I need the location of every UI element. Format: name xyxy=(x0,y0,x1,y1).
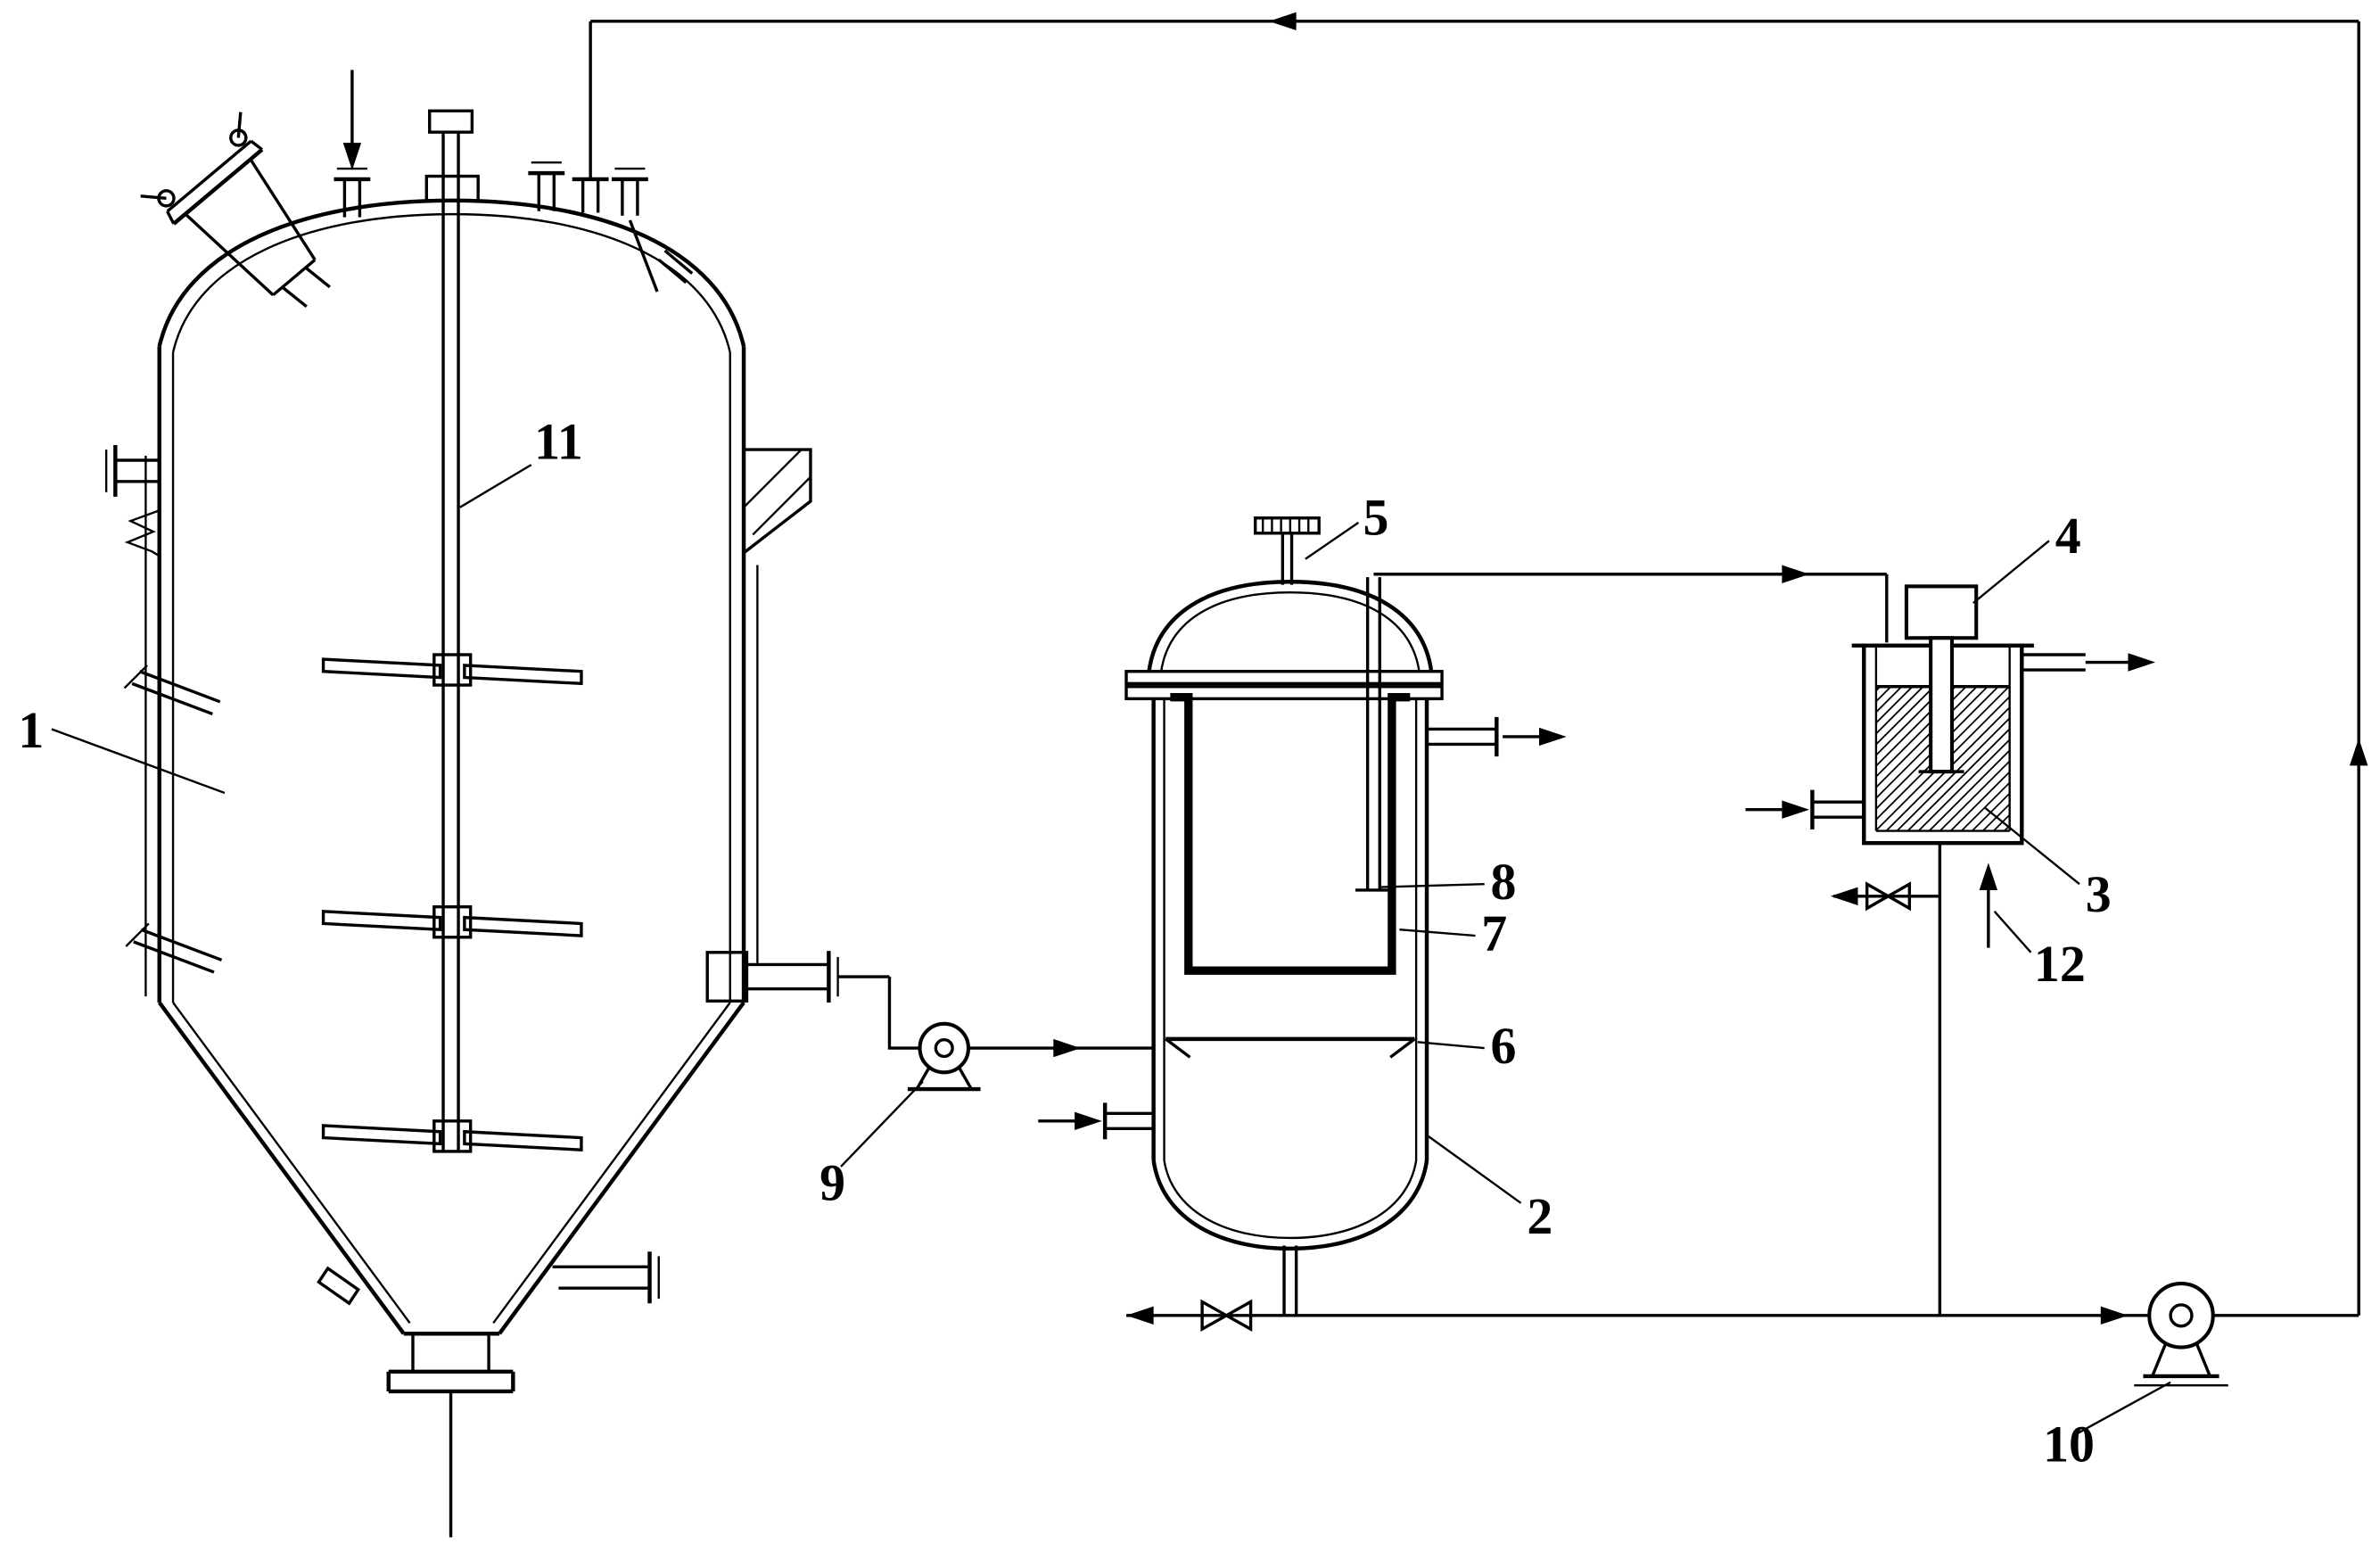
filter-vessel xyxy=(1038,516,1889,1316)
branch-valve xyxy=(1865,881,1912,912)
label-8: 8 xyxy=(1491,853,1517,911)
bottom-outlet-flange xyxy=(386,1333,515,1538)
gas-inlet-arrow xyxy=(1979,863,1998,948)
label-3: 3 xyxy=(2086,865,2112,923)
label-6: 6 xyxy=(1491,1017,1517,1075)
transfer-pump xyxy=(907,1021,981,1092)
drain-valve xyxy=(1200,1299,1253,1333)
leader-12 xyxy=(1993,911,2032,953)
agitator-motor xyxy=(1904,584,1979,774)
leader-5 xyxy=(1305,521,1360,560)
flow-arrow-right xyxy=(1053,1038,1081,1058)
labels: 1 11 5 8 7 6 2 9 4 3 12 10 xyxy=(18,412,2171,1473)
body-flange-upper xyxy=(1124,670,1444,686)
impeller-top xyxy=(321,653,583,687)
reactor-side-fittings xyxy=(104,444,660,1306)
label-5: 5 xyxy=(1363,488,1389,546)
flow-arrow-right xyxy=(1538,727,1567,747)
flow-arrow-right xyxy=(2100,1306,2129,1325)
flow-arrow-up xyxy=(2349,738,2368,766)
cone-pad xyxy=(317,1266,361,1306)
overhead-return-line xyxy=(589,12,2368,1316)
filter-side-inlet xyxy=(1038,1102,1154,1140)
leader-3 xyxy=(1984,807,2080,886)
leader-6 xyxy=(1417,1041,1485,1050)
top-hand-valve xyxy=(1253,516,1321,585)
thermowell-upper xyxy=(131,681,213,716)
support-plate xyxy=(1165,1036,1416,1059)
leader-7 xyxy=(1399,929,1476,937)
clamp-toggle-left xyxy=(157,189,176,208)
flow-arrow-left xyxy=(1126,1306,1154,1325)
feed-arrow-down xyxy=(342,143,362,170)
tank-inlet xyxy=(1745,789,1865,830)
leader-8 xyxy=(1380,882,1485,888)
label-10: 10 xyxy=(2043,1415,2095,1473)
leader-10 xyxy=(2075,1381,2171,1435)
thermowell-lower xyxy=(133,940,215,974)
label-2: 2 xyxy=(1527,1187,1552,1245)
leader-4 xyxy=(1972,540,2050,605)
label-7: 7 xyxy=(1481,904,1507,962)
agitator xyxy=(321,109,583,1153)
dip-pipe xyxy=(628,219,659,293)
handwheel xyxy=(1253,516,1321,535)
leader-2 xyxy=(1428,1135,1522,1204)
shaft-gland xyxy=(424,174,480,202)
label-12: 12 xyxy=(2034,935,2086,993)
filter-overhead-pipe xyxy=(1373,565,1889,643)
motor-shaft xyxy=(1929,636,1955,774)
label-11: 11 xyxy=(534,412,583,470)
flow-arrow-left xyxy=(1830,887,1858,905)
filter-basket xyxy=(1170,693,1411,975)
tank-drain xyxy=(1830,843,1942,1316)
transfer-line xyxy=(968,1038,1154,1058)
body-flange-lower xyxy=(1124,685,1444,701)
flow-arrow-right xyxy=(1782,800,1809,819)
charging-hopper xyxy=(140,111,331,309)
dip-tube xyxy=(1355,577,1392,892)
flow-arrow-right xyxy=(1782,565,1809,583)
label-9: 9 xyxy=(819,1153,845,1211)
flow-arrow-left xyxy=(1269,12,1297,31)
impeller-middle xyxy=(321,904,583,939)
shaft-coupling xyxy=(428,109,474,134)
flow-arrow-right xyxy=(2128,653,2156,672)
leader-9 xyxy=(840,1080,924,1168)
leader-1 xyxy=(51,728,226,795)
gauge-break-symbol xyxy=(124,509,161,557)
clamp-toggle-right xyxy=(229,128,248,147)
flow-arrow-right xyxy=(1075,1111,1102,1131)
slurry-tank xyxy=(1745,584,2156,1316)
label-1: 1 xyxy=(18,701,44,759)
label-4: 4 xyxy=(2055,507,2081,565)
filter-vent-nozzle xyxy=(1427,716,1567,757)
tank-outlet xyxy=(2022,653,2156,672)
reactor-outlet-nozzle xyxy=(705,951,920,1050)
support-bracket xyxy=(742,448,812,557)
circulation-pump xyxy=(2134,1282,2228,1387)
reactor-vessel xyxy=(104,70,920,1538)
leader-11 xyxy=(459,464,532,508)
reactor-top-nozzles xyxy=(334,70,694,293)
flow-arrow-up xyxy=(1979,863,1998,890)
impeller-bottom xyxy=(321,1119,583,1153)
